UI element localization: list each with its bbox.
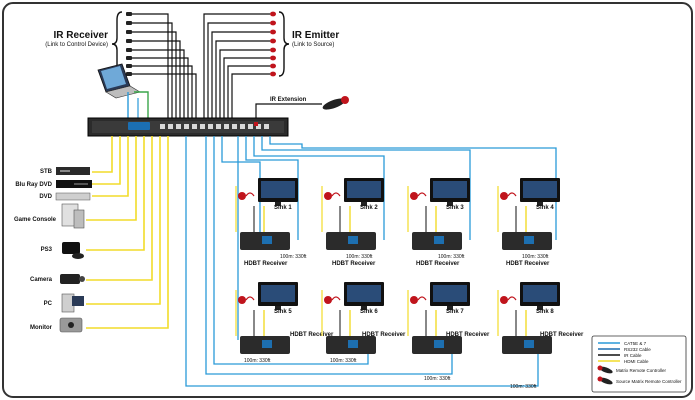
laptop-green-cable [134, 91, 149, 118]
ir-receiver-heads [126, 12, 132, 76]
legend-label: Matrix Remote Controller [616, 368, 667, 373]
source-label: Game Console [14, 217, 57, 223]
sink-label: Sink 5 [274, 309, 292, 315]
camera-icon [60, 274, 85, 284]
distance-label: 100m: 330ft [522, 254, 549, 260]
sink-label: Sink 7 [446, 309, 464, 315]
sink-label: Sink 1 [274, 205, 292, 211]
ps3-icon [62, 242, 84, 259]
source-label: Monitor [30, 325, 53, 331]
source-label: STB [40, 169, 53, 175]
source-label: Blu Ray DVD [15, 182, 52, 188]
sink-label: Sink 2 [360, 205, 378, 211]
receiver-label: HDBT Receiver [540, 332, 584, 338]
source-label: DVD [39, 194, 52, 200]
zone-7: Sink 7 HDBT Receiver 100m: 330ft [407, 282, 490, 382]
zone-2: Sink 2 HDBT Receiver 100m: 330ft [321, 178, 384, 267]
ir-receiver-subtitle: (Link to Control Device) [45, 42, 108, 48]
stb-icon [56, 167, 90, 175]
source-label: PC [44, 301, 53, 307]
receiver-label: HDBT Receiver [290, 332, 334, 338]
legend: CAT5E & 7 RS232 Cable IR Cable HDMI Cabl… [591, 335, 687, 393]
receiver-label: HDBT Receiver [332, 261, 376, 267]
legend-label: IR Cable [624, 353, 642, 358]
receiver-label: HDBT Receiver [244, 261, 288, 267]
zone-4: Sink 4 HDBT Receiver 100m: 330ft [497, 178, 560, 267]
source-label: Camera [30, 277, 53, 283]
distance-label: 100m: 330ft [330, 358, 357, 364]
legend-label: CAT5E & 7 [624, 341, 647, 346]
sink-label: Sink 6 [360, 309, 378, 315]
ir-extension-label: IR Extension [270, 97, 307, 103]
distance-label: 100m: 330ft [510, 384, 537, 390]
ir-extension-emitter-icon [322, 96, 349, 110]
ir-emitter-title: IR Emitter [292, 30, 339, 41]
legend-label: HDMI Cable [624, 359, 649, 364]
ir-emitter-heads [270, 11, 276, 77]
receiver-label: HDBT Receiver [506, 261, 550, 267]
ir-cable-bundle [132, 13, 270, 118]
source-labels: STB Blu Ray DVD DVD Game Console PS3 Cam… [14, 169, 57, 331]
zone-3: Sink 3 HDBT Receiver 100m: 330ft [407, 178, 470, 267]
bluray-icon [56, 180, 92, 188]
ir-emitter-brace [278, 11, 290, 77]
monitor-icon [59, 317, 83, 333]
legend-label: Source Matrix Remote Controller [616, 379, 682, 384]
laptop-icon [97, 63, 141, 99]
source-remote-controller-icon [597, 376, 613, 385]
hdmi-input-cables [86, 136, 169, 329]
source-devices [55, 167, 92, 333]
distance-label: 100m: 330ft [280, 254, 307, 260]
sink-label: Sink 8 [536, 309, 554, 315]
dvd-icon [55, 192, 91, 201]
pc-icon [61, 293, 84, 313]
hdbt-matrix-switcher [87, 117, 289, 137]
zone-8: Sink 8 HDBT Receiver 100m: 330ft [497, 282, 584, 390]
distance-label: 100m: 330ft [424, 376, 451, 382]
legend-label: RS232 Cable [624, 347, 651, 352]
receiver-label: HDBT Receiver [416, 261, 460, 267]
zone-row-bottom: Sink 5 HDBT Receiver 100m: 330ft Sink 6 … [235, 282, 584, 390]
zone-1: Sink 1 HDBT Receiver 100m: 330ft [235, 178, 307, 267]
distance-label: 100m: 330ft [346, 254, 373, 260]
ir-extension-cable [255, 103, 322, 118]
sink-label: Sink 4 [536, 205, 554, 211]
ir-emitter-subtitle: (Link to Source) [292, 42, 334, 48]
distance-label: 100m: 330ft [438, 254, 465, 260]
zone-6: Sink 6 HDBT Receiver 100m: 330ft [321, 282, 406, 364]
zone-5: Sink 5 HDBT Receiver 100m: 330ft [235, 282, 334, 364]
receiver-label: HDBT Receiver [362, 332, 406, 338]
remote-controller-icon [597, 365, 613, 374]
sink-label: Sink 3 [446, 205, 464, 211]
ir-receiver-title: IR Receiver [54, 30, 109, 41]
distance-label: 100m: 330ft [244, 358, 271, 364]
zone-row-top: Sink 1 HDBT Receiver 100m: 330ft Sink 2 … [235, 178, 560, 267]
receiver-label: HDBT Receiver [446, 332, 490, 338]
game-console-icon [61, 203, 85, 229]
source-label: PS3 [41, 247, 53, 253]
